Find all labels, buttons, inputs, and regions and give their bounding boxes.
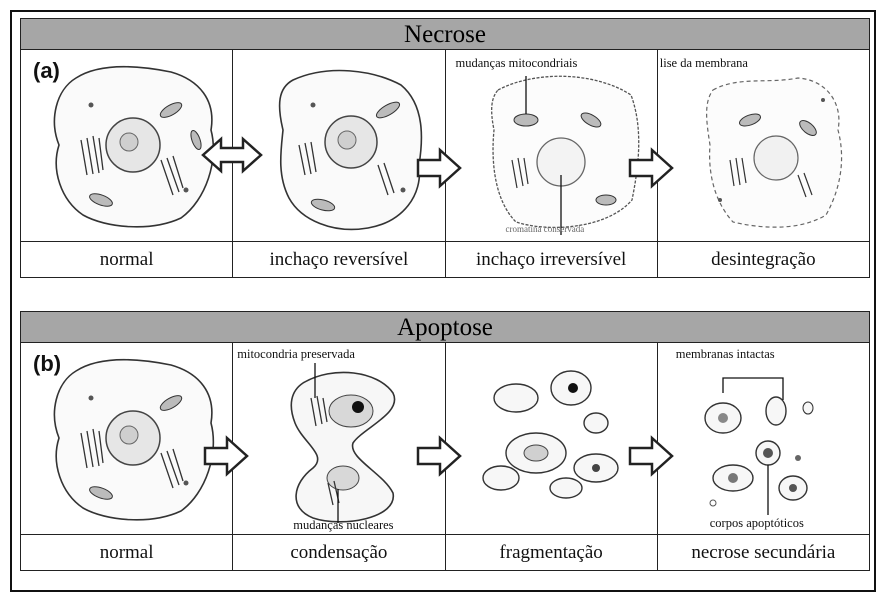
annotation-apoptotic-bodies: corpos apoptóticos [710,516,804,530]
annotation-mitochondria-changes: mudanças mitocondriais [456,56,578,70]
normal-cell-illustration [21,50,233,241]
caption-secondary-necrosis: necrose secundária [658,535,869,570]
apoptose-captions: normal condensação fragmentação necrose … [21,534,869,570]
annotation-intact-membranes: membranas intactas [676,347,775,361]
caption-normal: normal [21,242,233,277]
caption-normal: normal [21,535,233,570]
damaged-cell-illustration [446,50,658,241]
necrose-section: Necrose (a) [20,18,870,278]
caption-condensation: condensação [233,535,445,570]
apoptose-title: Apoptose [21,312,869,343]
annotation-mitochondria-preserved: mitocondria preservada [237,347,355,361]
necrose-captions: normal inchaço reversível inchaço irreve… [21,241,869,277]
apoptose-panel-fragmentation [446,343,658,534]
swollen-cell-illustration [233,50,445,241]
annotation-chromatin: cromatina conservada [506,224,585,234]
necrose-panels: (a) [21,50,869,241]
necrose-title: Necrose [21,19,869,50]
apoptose-section: Apoptose (b) [20,311,870,571]
apoptotic-bodies-illustration [658,343,870,534]
caption-irreversible-swelling: inchaço irreversível [446,242,658,277]
caption-fragmentation: fragmentação [446,535,658,570]
annotation-nuclear-changes: mudanças nucleares [293,518,393,532]
condensing-cell-illustration [233,343,445,534]
fragmenting-cell-illustration [446,343,658,534]
caption-reversible-swelling: inchaço reversível [233,242,445,277]
annotation-membrane-lysis: lise da membrana [660,56,748,70]
disintegrating-cell-illustration [658,50,870,241]
apoptose-panel-secondary-necrosis: membranas intactas corpos apoptóticos [658,343,869,534]
normal-cell-illustration [21,343,233,534]
apoptose-panel-condensation: mitocondria preservada mudanças nucleare… [233,343,445,534]
necrose-panel-disintegration: lise da membrana [658,50,869,241]
necrose-panel-reversible-swelling [233,50,445,241]
apoptose-panel-normal: (b) [21,343,233,534]
necrose-panel-normal: (a) [21,50,233,241]
caption-disintegration: desintegração [658,242,869,277]
apoptose-panels: (b) [21,343,869,534]
necrose-panel-irreversible-swelling: mudanças mitocondriais cromatina conserv… [446,50,658,241]
